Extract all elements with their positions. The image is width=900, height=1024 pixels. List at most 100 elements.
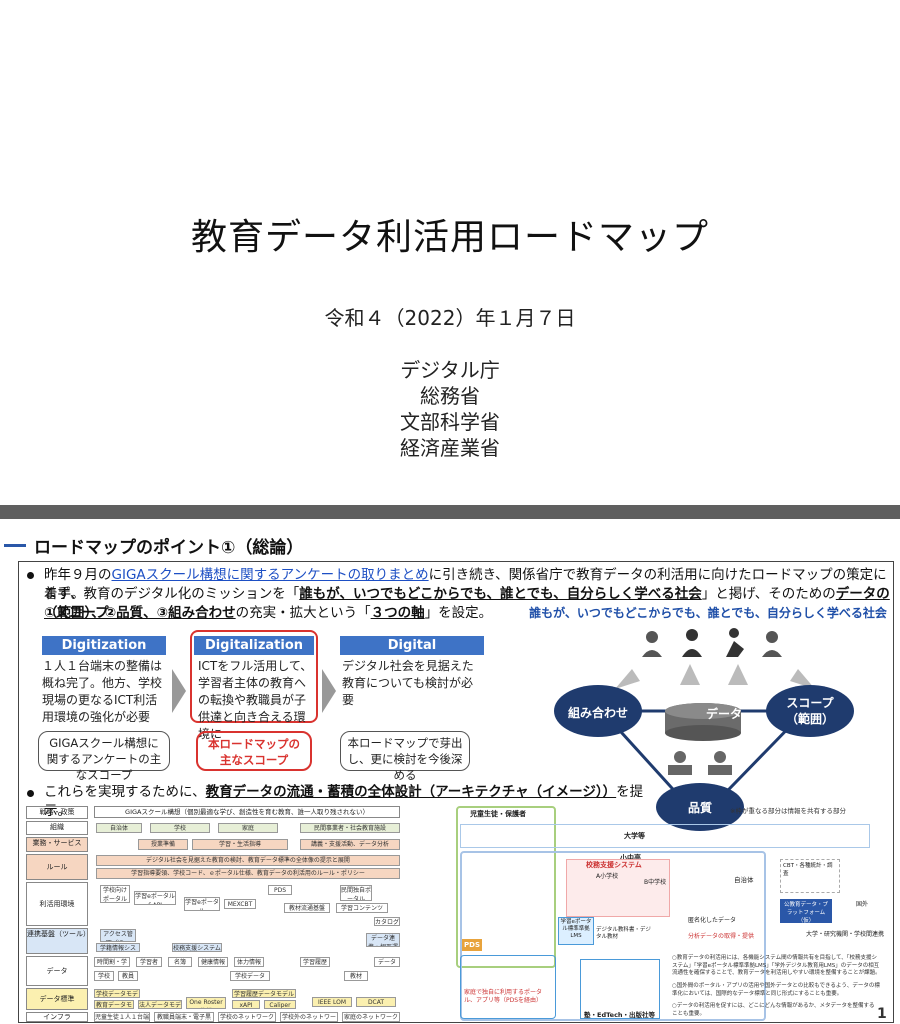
publication-date: 令和４（2022）年１月７日 bbox=[324, 306, 576, 330]
slide-separator bbox=[0, 505, 900, 519]
school-frame bbox=[460, 851, 766, 1021]
label-combination: 組み合わせ bbox=[567, 706, 628, 720]
desc-2: ○国外間のポータル・アプリの活用や国外データとの比較もできるよう、データの標準化… bbox=[672, 983, 880, 997]
cell-org-1: 自治体 bbox=[96, 823, 142, 833]
cell-data-3: 名簿 bbox=[168, 957, 192, 967]
school-a-label: A小学校 bbox=[596, 873, 619, 880]
row-strategy: 戦略・政策 bbox=[26, 806, 88, 819]
cell-biz-3: 講義・支援活動、データ分析 bbox=[300, 839, 400, 850]
cell-infra-2: 教職員端末・電子黒板 bbox=[154, 1012, 214, 1022]
digitalization-highlight bbox=[190, 630, 318, 723]
cell-std-9: DCAT bbox=[356, 997, 396, 1007]
cell-data-10: 教材 bbox=[344, 971, 368, 981]
org-mic: 総務省 bbox=[420, 384, 480, 408]
page-number: 1 bbox=[877, 1006, 887, 1022]
slide-heading: ロードマップのポイント①（総論） bbox=[0, 533, 304, 558]
worker-icon-2 bbox=[708, 751, 732, 775]
col-digitization-header: Digitization bbox=[42, 636, 166, 655]
cell-org-3: 家庭 bbox=[218, 823, 278, 833]
row-environment: 利活用環境 bbox=[26, 882, 88, 926]
node-quality bbox=[656, 783, 744, 831]
cell-data-4: 健康情報 bbox=[198, 957, 228, 967]
cell-data-9: 学校データ bbox=[230, 971, 270, 981]
up-arrow-1 bbox=[615, 669, 640, 689]
cell-data-11: データ bbox=[374, 957, 400, 967]
anonymous-data-label: 匿名化したデータ bbox=[688, 917, 737, 924]
society-caption: 誰もが、いつでもどこからでも、誰とでも、自分らしく学べる社会 bbox=[529, 606, 887, 620]
cell-env-1: 学校向けポータル bbox=[100, 885, 130, 903]
org-mext: 文部科学省 bbox=[400, 410, 500, 434]
heading-text: ロードマップのポイント①（総論） bbox=[34, 537, 304, 558]
home-frame bbox=[460, 955, 556, 1019]
person-icon-2 bbox=[682, 629, 702, 657]
lms-box: 学習eポータル標準準拠LMS bbox=[558, 917, 594, 945]
col-digitalization-note: 本ロードマップの主なスコープ bbox=[196, 731, 312, 771]
roadmap-points-slide: ロードマップのポイント①（総論） 昨年９月のGIGAスクール構想に関するアンケー… bbox=[0, 519, 900, 1024]
row-standards: データ標準 bbox=[26, 988, 88, 1010]
l2a: まず、教育のデジタル化のミッションを「 bbox=[44, 586, 300, 602]
bullet-dot-1 bbox=[27, 572, 34, 579]
col-digitalization-header: Digitalization bbox=[194, 636, 314, 655]
cell-data-7: 学校 bbox=[94, 971, 114, 981]
cell-link-3: 校務支援システム bbox=[172, 943, 222, 952]
axis-scope: データの①スコープ bbox=[44, 586, 890, 621]
col-digitalization-body: ICTをフル活用して、学習者主体の教育への転換や教職員が子供達と向き合える環境に bbox=[198, 659, 313, 741]
up-arrow-4 bbox=[790, 669, 815, 689]
arrow-1-icon bbox=[172, 669, 186, 713]
pds-badge: PDS bbox=[462, 939, 482, 951]
up-arrow-2 bbox=[680, 664, 700, 685]
col-dx-note: 本ロードマップで芽出し、更に検討を今後深める bbox=[340, 731, 470, 782]
row-rules: ルール bbox=[26, 854, 88, 880]
bullet-1-line-3: （範囲）、②品質、③組み合わせの充実・拡大という「３つの軸」を設定。 bbox=[44, 604, 524, 623]
univ-research-label: 大学・研究機関・学校間連携 bbox=[806, 931, 885, 938]
cbt-box: CBT・各種統計・調査 bbox=[780, 859, 840, 893]
desc-3: ○データの利活用を促すには、どこにどんな情報があるか、メタデータを整備することも… bbox=[672, 1003, 875, 1017]
b2-pre: これらを実現するために、 bbox=[44, 784, 206, 800]
cell-data-8: 教員 bbox=[118, 971, 138, 981]
overseas-label: 国外 bbox=[856, 901, 869, 908]
row-business: 業務・サービス bbox=[26, 837, 88, 852]
cell-std-4: One Roster仕様 bbox=[186, 997, 226, 1009]
bullet-1-pre: 昨年９月の bbox=[44, 567, 112, 583]
l2c: 」と掲げ、そのための bbox=[701, 586, 836, 602]
bullet-1-line-2: まず、教育のデジタル化のミッションを「誰もが、いつでもどこからでも、誰とでも、自… bbox=[44, 585, 894, 623]
col-digitization-note: GIGAスクール構想に関するアンケートの主なスコープ bbox=[38, 731, 170, 782]
cell-rule-1: デジタル社会を見据えた教育の検討、教育データ標準の全体像の提示と展開 bbox=[96, 855, 400, 866]
industry-label: 塾・EdTech・出版社等 bbox=[584, 1011, 656, 1019]
b2-post: を提示。 bbox=[44, 784, 644, 819]
heading-accent-bar bbox=[4, 543, 26, 547]
students-frame bbox=[456, 806, 556, 968]
label-scope: スコープ（範囲） bbox=[766, 695, 854, 727]
cell-std-7: Caliper bbox=[264, 1000, 296, 1009]
analysis-data-label: 分析データの取得・提供 bbox=[688, 933, 755, 940]
row-data: データ bbox=[26, 956, 88, 986]
industry-frame bbox=[580, 959, 660, 1019]
giga-survey-link[interactable]: GIGAスクール構想に関するアンケートの取りまとめ bbox=[111, 567, 429, 583]
cell-data-1: 時間割・学習計画 bbox=[94, 957, 130, 967]
diagram-note: ※枠が重なる部分は情報を共有する部分 bbox=[730, 807, 846, 815]
l3b: の充実・拡大という「 bbox=[235, 605, 371, 621]
cell-env-4: MEXCBT bbox=[224, 899, 256, 909]
bullet-1-line-1: 昨年９月のGIGAスクール構想に関するアンケートの取りまとめに引き続き、関係省庁… bbox=[44, 566, 894, 604]
col-dx-body: デジタル社会を見据えた教育についても検討が必要 bbox=[342, 659, 474, 707]
school-b-label: B中学校 bbox=[644, 879, 667, 886]
person-icon-3 bbox=[726, 628, 744, 657]
university-label: 大学等 bbox=[624, 832, 645, 840]
cell-env-2: 学習eポータル&API bbox=[134, 891, 176, 905]
three-axes-diagram bbox=[554, 628, 854, 831]
cell-rule-2: 学習指導要領、学校コード、ｅポータル仕様、教育データの利活用のルール・ポリシー bbox=[96, 868, 400, 879]
cell-env-9: カタログ bbox=[374, 917, 400, 926]
person-icon-4 bbox=[762, 631, 782, 657]
cell-env-5: PDS bbox=[268, 885, 292, 895]
content-frame bbox=[18, 561, 894, 1023]
cell-data-6: 学習履歴 bbox=[300, 957, 330, 967]
school-label: 小中高 bbox=[620, 854, 641, 862]
row-infra: インフラ bbox=[26, 1012, 88, 1022]
cell-env-7: 学習コンテンツ bbox=[336, 903, 388, 913]
cell-env-3: 学習eポータル bbox=[184, 897, 220, 911]
cell-std-5: 学習履歴データモデル bbox=[232, 989, 296, 998]
cell-env-8: 教材流通基盤 bbox=[284, 903, 330, 913]
b2-architecture: 教育データの流通・蓄積の全体設計（アーキテクチャ（イメージ）） bbox=[205, 784, 617, 800]
org-meti: 経済産業省 bbox=[400, 436, 500, 460]
row-linkage: 連携基盤（ツール） bbox=[26, 928, 90, 954]
